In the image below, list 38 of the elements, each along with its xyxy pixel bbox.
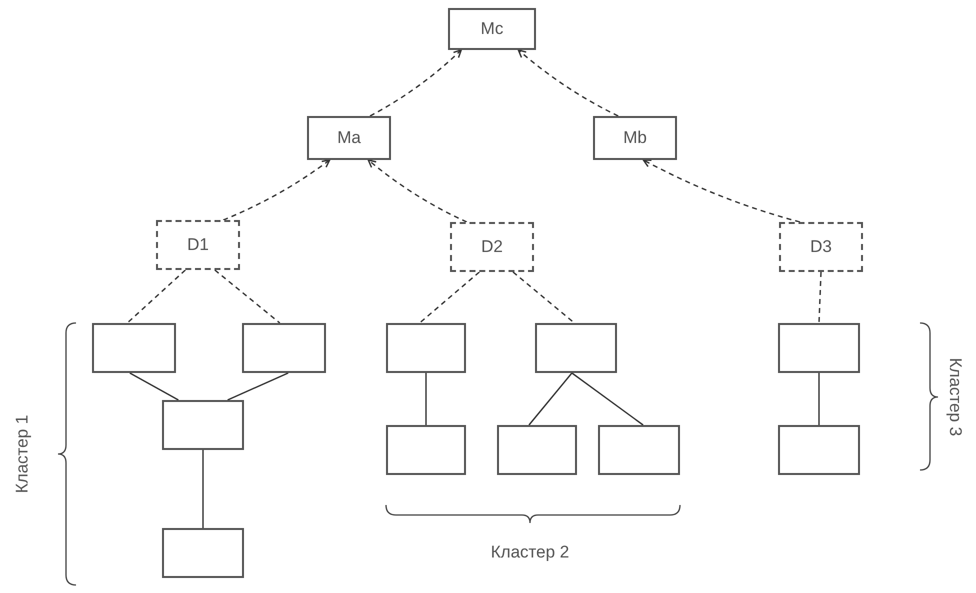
empty-box (778, 323, 860, 373)
connector-line (202, 450, 204, 528)
labeled-box (307, 116, 391, 160)
cluster-label: Кластер 1 (11, 414, 32, 494)
labeled-box (448, 8, 536, 50)
dashed-arrow (370, 49, 462, 117)
labeled-box (156, 220, 240, 270)
box-label: Mb (623, 127, 647, 150)
box-label: D2 (481, 236, 503, 258)
box-label: D3 (810, 236, 832, 258)
cluster-label: Кластер 2 (490, 541, 570, 564)
box-label: Ma (337, 127, 361, 150)
empty-box (386, 425, 466, 475)
connector-line (227, 372, 288, 401)
empty-box (535, 323, 617, 373)
empty-box (598, 425, 680, 475)
empty-box (162, 528, 244, 578)
connector-line (818, 373, 820, 425)
dashed-arrow (642, 159, 800, 223)
box-label: D1 (187, 234, 209, 256)
connector-line (528, 372, 572, 426)
dashed-arrow (368, 159, 468, 223)
empty-box (162, 400, 244, 450)
connector-line (571, 372, 644, 426)
connector-line (129, 372, 179, 401)
labeled-box (450, 222, 534, 272)
connector-line (425, 373, 427, 425)
empty-box (778, 425, 860, 475)
empty-box (497, 425, 577, 475)
labeled-box (593, 116, 677, 160)
empty-box (242, 323, 326, 373)
dashed-arrow (518, 49, 619, 117)
empty-box (386, 323, 466, 373)
labeled-box (779, 222, 863, 272)
dashed-arrow (222, 159, 330, 221)
cluster-label: Кластер 3 (944, 358, 966, 436)
empty-box (92, 323, 176, 373)
box-label: Mc (480, 18, 504, 40)
